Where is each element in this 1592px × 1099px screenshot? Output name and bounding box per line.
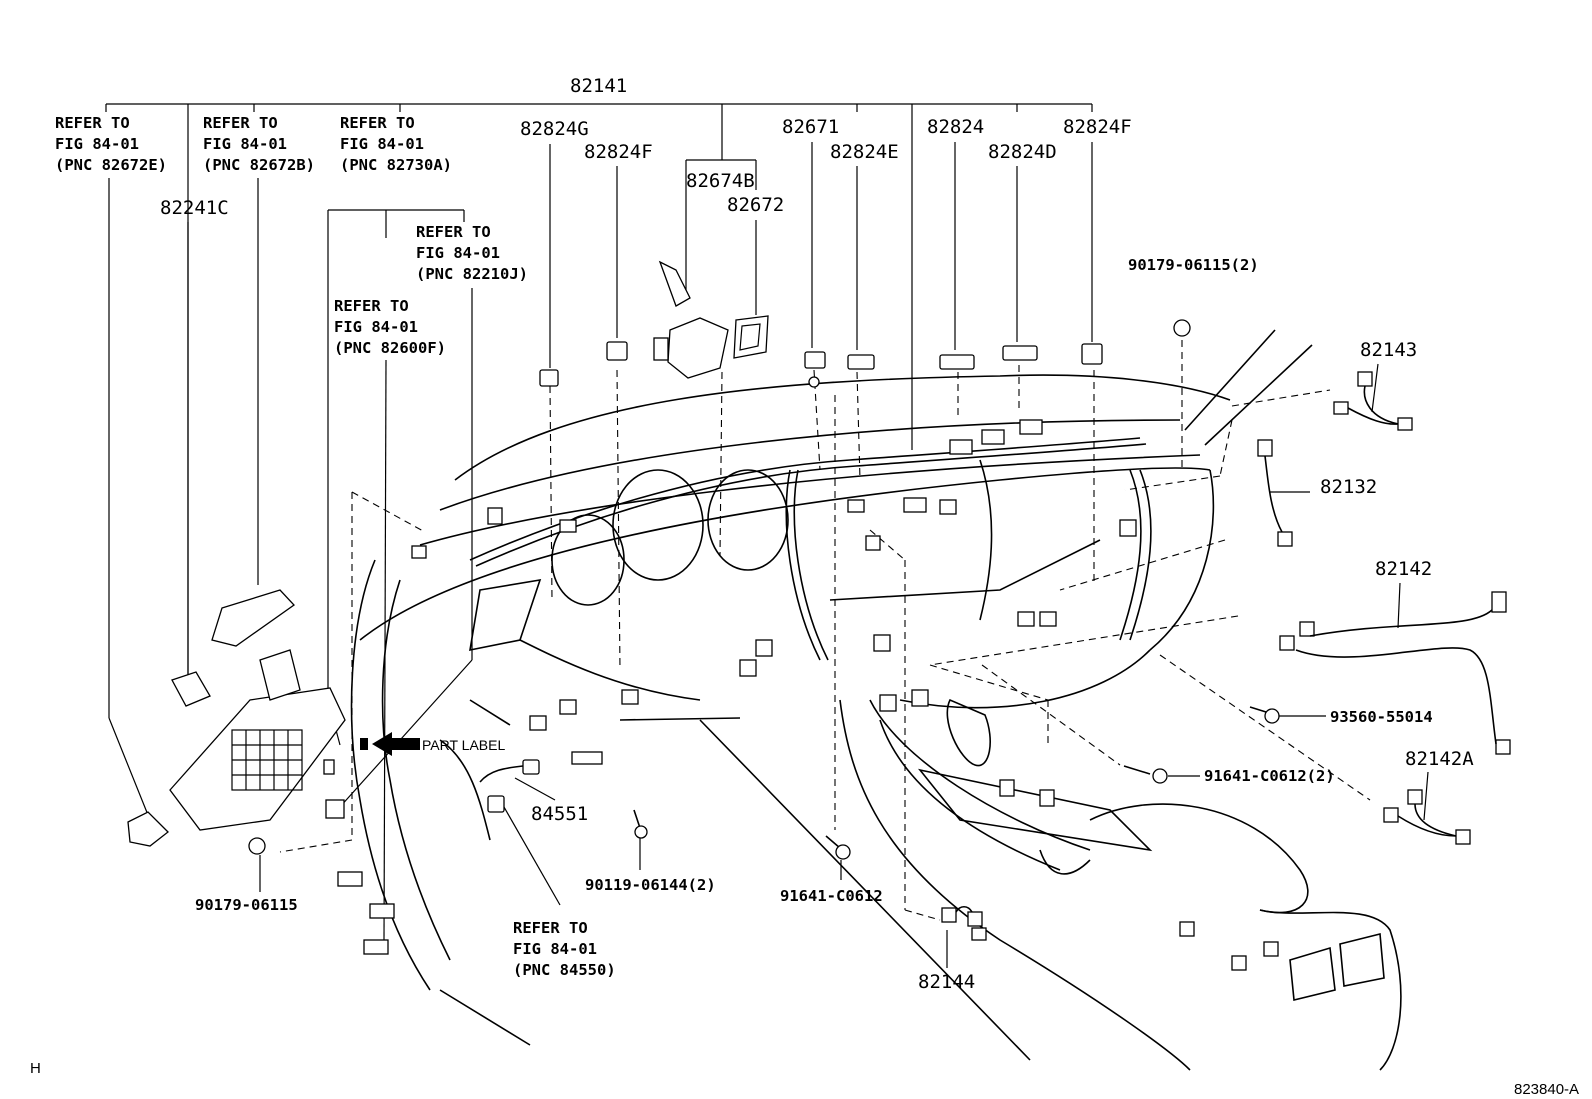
note-line: REFER TO <box>334 297 409 315</box>
label-91641-c0612: 91641-C0612 <box>780 887 883 905</box>
relay-block-82241c-cover <box>211 589 295 647</box>
connector-82824g <box>539 369 559 387</box>
note-line: REFER TO <box>55 114 130 132</box>
bolt-90119-06144 <box>633 809 648 839</box>
label-82674b: 82674B <box>686 170 755 192</box>
label-82824e: 82824E <box>830 141 899 163</box>
label-82142a: 82142A <box>1405 748 1474 770</box>
note-line: REFER TO <box>513 919 588 937</box>
note-line: (PNC 82730A) <box>340 156 452 174</box>
note-line: FIG 84-01 <box>340 135 424 153</box>
note-refer-82600f: REFER TO FIG 84-01 (PNC 82600F) <box>334 297 446 357</box>
label-82824d: 82824D <box>988 141 1057 163</box>
label-82824: 82824 <box>927 116 984 138</box>
bolt-91641-c0612-2 <box>1123 765 1168 784</box>
label-82671: 82671 <box>782 116 839 138</box>
label-82241c: 82241C <box>160 197 229 219</box>
assembly-dashed-lines <box>279 340 1371 921</box>
label-82824g: 82824G <box>520 118 589 140</box>
bolt-91641-c0612 <box>825 835 851 860</box>
note-line: REFER TO <box>416 223 491 241</box>
label-82132: 82132 <box>1320 476 1377 498</box>
note-line: FIG 84-01 <box>203 135 287 153</box>
label-84551: 84551 <box>531 803 588 825</box>
switch-82672 <box>733 315 769 359</box>
switch-82674b <box>653 260 729 379</box>
leader-lines <box>108 142 1429 968</box>
part-label-arrow: PART LABEL <box>360 732 505 756</box>
connector-82671 <box>804 351 826 388</box>
relay-82241c <box>171 671 211 707</box>
clip-90179-06115 <box>248 837 266 855</box>
connector-82824e <box>847 354 875 370</box>
note-line: REFER TO <box>203 114 278 132</box>
note-line: (PNC 82672E) <box>55 156 167 174</box>
label-90119-06144-2: 90119-06144(2) <box>585 876 716 894</box>
connector-82824f-right <box>1081 343 1103 365</box>
label-93560-55014: 93560-55014 <box>1330 708 1433 726</box>
note-line: (PNC 84550) <box>513 961 616 979</box>
label-91641-c0612-2: 91641-C0612(2) <box>1204 767 1335 785</box>
footer-left-mark: H <box>30 1060 41 1077</box>
panel-connectors <box>337 419 1279 971</box>
label-82672: 82672 <box>727 194 784 216</box>
harness-82143 <box>1333 371 1413 431</box>
harness-82144 <box>941 905 987 941</box>
bolt-93560-55014 <box>1249 706 1280 724</box>
label-82824f-right: 82824F <box>1063 116 1132 138</box>
connector-82824 <box>939 354 975 370</box>
note-line: FIG 84-01 <box>416 244 500 262</box>
note-refer-82672e: REFER TO FIG 84-01 (PNC 82672E) <box>55 114 167 174</box>
note-line: (PNC 82210J) <box>416 265 528 283</box>
note-line: FIG 84-01 <box>334 318 418 336</box>
junction-block <box>169 649 346 831</box>
clip-90179-06115-top <box>1173 319 1191 337</box>
note-line: REFER TO <box>340 114 415 132</box>
figure-code: 823840-A <box>1514 1081 1579 1098</box>
label-90179-06115-2: 90179-06115(2) <box>1128 256 1259 274</box>
junction-block-grid <box>231 729 303 791</box>
harness-82132 <box>1257 439 1293 547</box>
note-refer-84550: REFER TO FIG 84-01 (PNC 84550) <box>513 919 616 979</box>
label-90179-06115: 90179-06115 <box>195 896 298 914</box>
note-line: FIG 84-01 <box>513 940 597 958</box>
harness-82142a <box>1383 789 1471 845</box>
label-82142: 82142 <box>1375 558 1432 580</box>
note-refer-82730a: REFER TO FIG 84-01 (PNC 82730A) <box>340 114 452 174</box>
connector-82824f-left <box>606 341 628 361</box>
part-82600f <box>325 799 345 819</box>
part-label-text: PART LABEL <box>422 737 505 753</box>
label-82143: 82143 <box>1360 339 1417 361</box>
small-relay <box>323 759 335 775</box>
connector-82824d <box>1002 345 1038 361</box>
note-refer-82672b: REFER TO FIG 84-01 (PNC 82672B) <box>203 114 315 174</box>
label-82141: 82141 <box>570 75 627 97</box>
note-line: FIG 84-01 <box>55 135 139 153</box>
harness-82142 <box>1279 591 1511 755</box>
label-82824f-left: 82824F <box>584 141 653 163</box>
note-refer-82210j: REFER TO FIG 84-01 (PNC 82210J) <box>416 223 528 283</box>
label-82144: 82144 <box>918 971 975 993</box>
sensor-84551 <box>479 759 540 813</box>
note-line: (PNC 82672B) <box>203 156 315 174</box>
note-line: (PNC 82600F) <box>334 339 446 357</box>
bracket-82672e <box>127 811 169 847</box>
